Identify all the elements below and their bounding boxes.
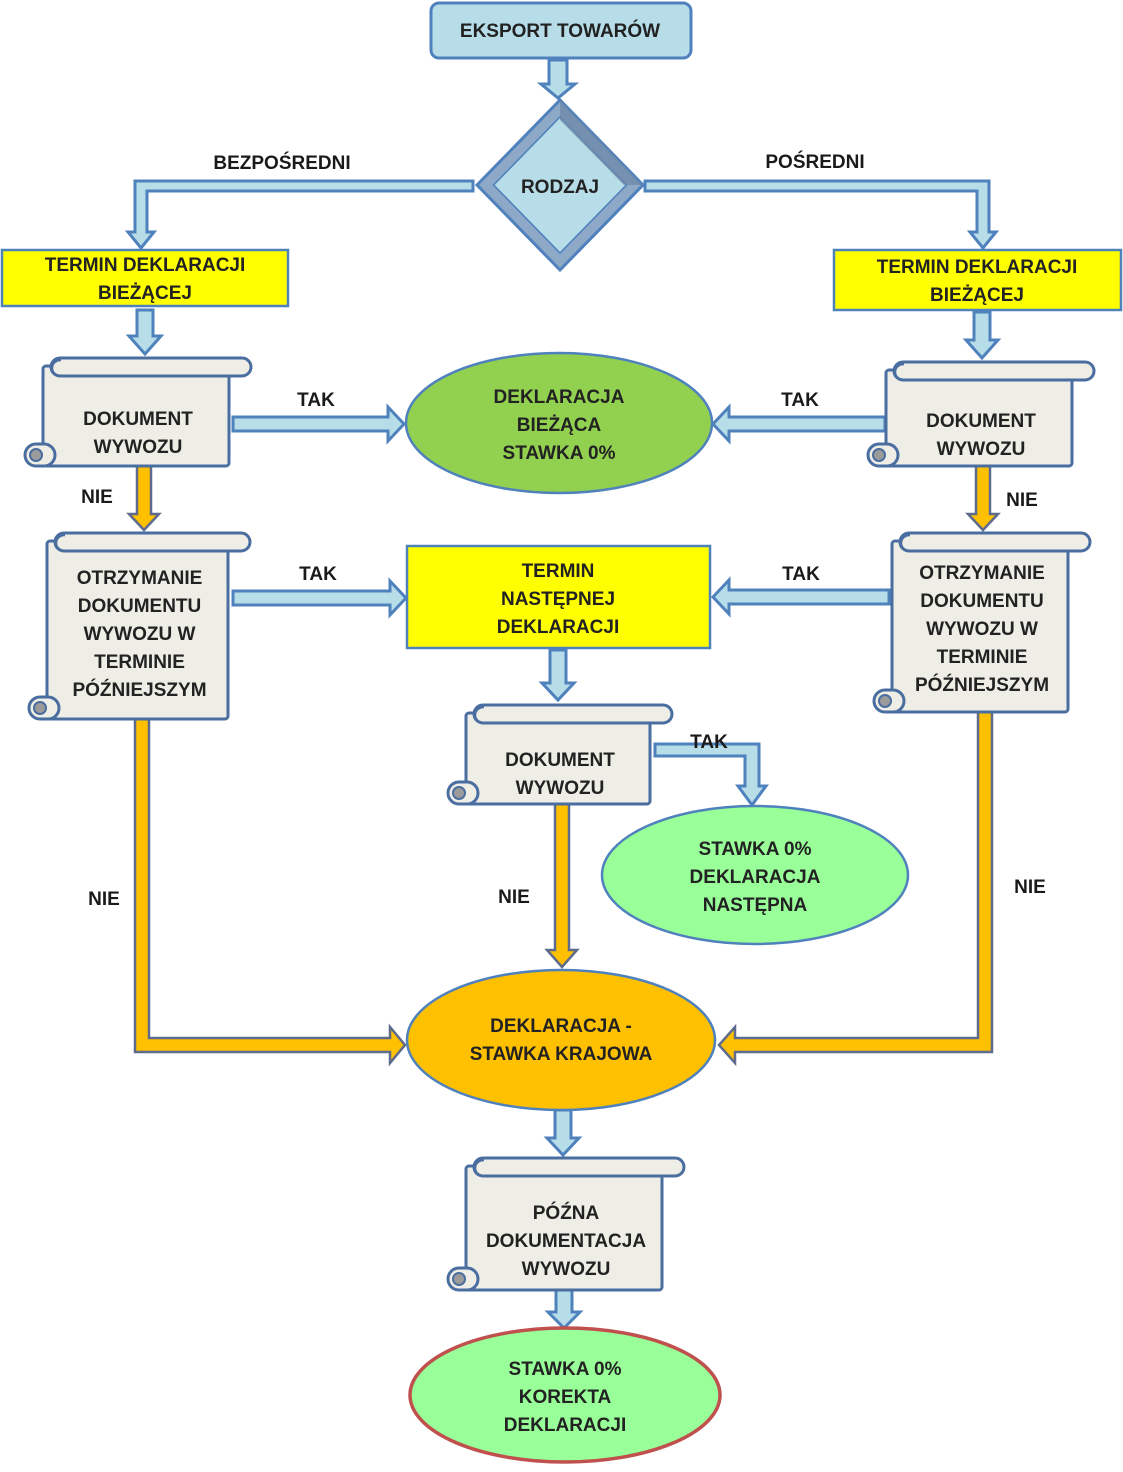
arrow-later-left-no bbox=[133, 714, 407, 1067]
edge-label-direct: BEZPOŚREDNI bbox=[213, 152, 350, 174]
node-start: EKSPORT TOWARÓW bbox=[429, 1, 693, 60]
arrow-doc-right-to-decl-current bbox=[710, 403, 887, 445]
node-start-label: EKSPORT TOWARÓW bbox=[460, 20, 660, 42]
arrow-decision-to-term-right bbox=[643, 179, 1000, 251]
arrow-term-left-to-doc-left bbox=[125, 308, 165, 357]
arrow-doc-left-no bbox=[126, 464, 162, 532]
arrow-term-right-to-doc-right bbox=[962, 310, 1002, 361]
arrow-decision-to-term-left bbox=[124, 179, 475, 251]
node-decision: RODZAJ bbox=[474, 97, 646, 273]
edge-label-no: NIE bbox=[88, 889, 120, 910]
arrow-doc-center-no bbox=[544, 802, 580, 969]
edge-label-yes: TAK bbox=[782, 564, 820, 585]
arrow-doc-center-to-next-rate bbox=[653, 742, 769, 808]
arrow-doc-right-no bbox=[965, 464, 1001, 532]
edge-label-yes: TAK bbox=[781, 390, 819, 411]
edge-label-no: NIE bbox=[1006, 490, 1038, 511]
arrow-term-next-to-doc-center bbox=[538, 648, 578, 703]
connectors bbox=[124, 58, 1002, 1331]
edge-label-no: NIE bbox=[498, 887, 530, 908]
arrow-later-right-no bbox=[717, 710, 994, 1067]
node-decision-label: RODZAJ bbox=[521, 177, 599, 198]
edge-label-no: NIE bbox=[81, 487, 113, 508]
node-domestic: DEKLARACJA -STAWKA KRAJOWA bbox=[405, 968, 717, 1112]
node-domestic-label: DEKLARACJA -STAWKA KRAJOWA bbox=[470, 1016, 653, 1065]
arrow-later-right-to-term-next bbox=[710, 576, 891, 618]
edge-label-no: NIE bbox=[1014, 877, 1046, 898]
edge-label-indirect: POŚREDNI bbox=[765, 151, 864, 173]
edge-label-yes: TAK bbox=[299, 564, 337, 585]
edge-label-yes: TAK bbox=[297, 390, 335, 411]
arrow-domestic-to-late-doc bbox=[543, 1108, 583, 1158]
edge-label-yes: TAK bbox=[690, 732, 728, 753]
arrow-start-to-decision bbox=[536, 58, 580, 100]
edge-labels: BEZPOŚREDNI POŚREDNI TAK TAK TAK TAK TAK… bbox=[81, 151, 1046, 910]
arrow-later-left-to-term-next bbox=[231, 577, 409, 619]
arrow-late-doc-to-correction bbox=[544, 1288, 584, 1331]
arrow-doc-left-to-decl-current bbox=[231, 403, 407, 445]
